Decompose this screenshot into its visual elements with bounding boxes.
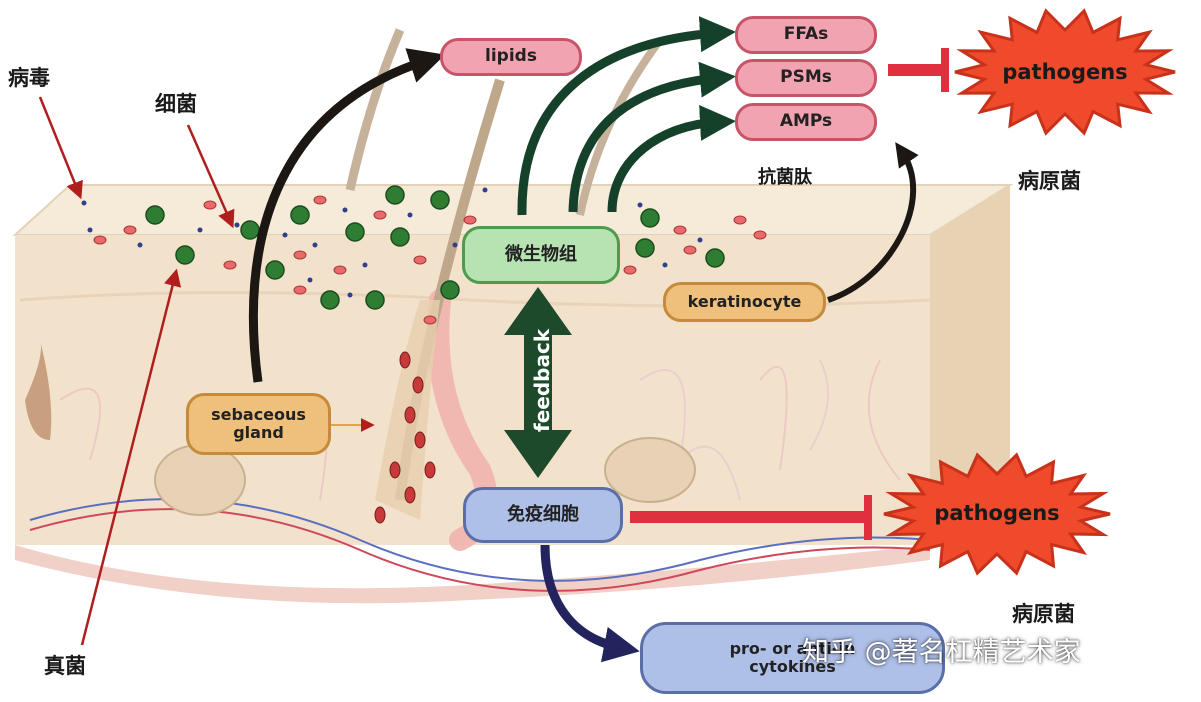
watermark: 知乎 @著名杠精艺术家: [802, 637, 1081, 668]
cytokines-line-1: pro- or anti-in: [729, 638, 856, 658]
pathogen-cn-label-top: 病原菌: [1018, 169, 1081, 193]
amp-cn-label: 抗菌肽: [758, 167, 812, 188]
label-pointers: [38, 96, 375, 646]
microbiome-to-amps-arrow: [607, 104, 736, 213]
cytokines-line-2: cytokines: [749, 657, 836, 676]
immune-to-cytokines-arrow: [540, 544, 640, 663]
psms-box: PSMs: [735, 59, 877, 97]
microbiome-box: 微生物组: [462, 226, 620, 284]
pathogens-top-text: pathogens: [1002, 60, 1128, 84]
fungi-label: 真菌: [44, 654, 86, 678]
feedback-arrow: [504, 287, 572, 478]
ffas-box: FFAs: [735, 16, 877, 54]
virus-label: 病毒: [8, 66, 50, 90]
amps-box: AMPs: [735, 103, 877, 141]
pathogen-burst-bottom: [883, 452, 1111, 576]
lipids-box: lipids: [440, 38, 582, 76]
sebaceous-gland-box: sebaceous gland: [186, 393, 331, 455]
microbiome-to-ffas-arrow: [517, 16, 736, 216]
inhibit-immune-to-pathogens: [630, 495, 872, 540]
microbiome-to-psms-arrow: [568, 61, 736, 213]
pathogen-burst-top: [954, 8, 1176, 136]
inhibit-amps-to-pathogens: [888, 48, 949, 92]
keratinocyte-to-amps-arrow: [827, 142, 919, 303]
pathogens-bottom-text: pathogens: [934, 501, 1060, 525]
microbes: [81, 185, 767, 524]
feedback-label: feedback: [530, 328, 554, 432]
immune-cells-box: 免疫细胞: [463, 487, 623, 543]
sebaceous-to-lipids-arrow: [248, 48, 446, 383]
bacteria-label: 细菌: [155, 92, 197, 116]
pathogen-cn-label-bottom: 病原菌: [1012, 602, 1075, 626]
keratinocyte-box: keratinocyte: [663, 282, 826, 322]
cytokines-box: pro- or anti-in cytokines: [640, 622, 945, 694]
